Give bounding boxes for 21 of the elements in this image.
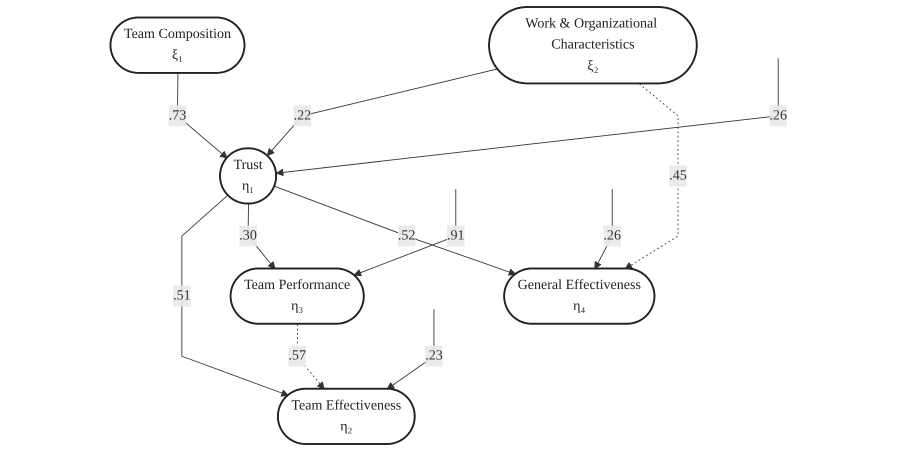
edge-label: .22 [294, 108, 312, 123]
edge-label: .23 [425, 348, 443, 364]
arrow [386, 308, 434, 390]
arrow [177, 72, 228, 159]
edge-label: .26 [769, 108, 787, 123]
edge-label: .51 [173, 288, 191, 304]
arrow [276, 58, 779, 176]
arrow [181, 194, 289, 397]
edge-label: .57 [288, 348, 306, 364]
edge-label: .91 [447, 228, 465, 244]
edge-label: .30 [239, 228, 257, 244]
arrow [296, 324, 325, 390]
edge-label: .26 [603, 228, 621, 244]
edge-label: .52 [398, 228, 416, 244]
arrow [354, 188, 456, 276]
arrow [266, 68, 498, 156]
edge-label: .45 [669, 168, 687, 183]
arrow [274, 186, 516, 276]
arrow [624, 83, 678, 270]
arrow [594, 188, 613, 270]
edge-label: .73 [168, 108, 186, 123]
